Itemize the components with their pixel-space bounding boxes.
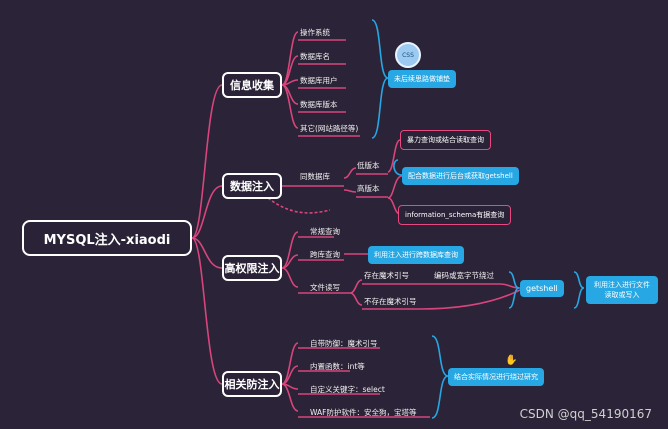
note-bypass-research[interactable]: 结合实际情况进行绕过研究 (448, 368, 544, 386)
branch-high-privilege-injection[interactable]: 高权限注入 (222, 255, 282, 281)
root-node[interactable]: MYSQL注入-xiaodi (22, 220, 192, 256)
hand-cursor-icon: ✋ (505, 355, 518, 366)
leaf-has-magic-quotes[interactable]: 存在魔术引号 (364, 271, 409, 280)
box-information-schema[interactable]: information_schema有据查询 (398, 205, 512, 225)
avatar: CSS (395, 42, 421, 68)
leaf-file-rw[interactable]: 文件读写 (310, 283, 340, 292)
watermark: CSDN @qq_54190167 (519, 407, 652, 421)
box-brute-query[interactable]: 暴力查询或结合读取查询 (400, 130, 491, 150)
leaf-db-name[interactable]: 数据库名 (300, 52, 330, 61)
leaf-cross-db-query[interactable]: 跨库查询 (310, 250, 340, 259)
branch-data-injection[interactable]: 数据注入 (222, 173, 282, 199)
leaf-low-version[interactable]: 低版本 (357, 161, 380, 170)
leaf-custom-keyword[interactable]: 自定义关键字：select (310, 385, 385, 394)
leaf-builtin-function[interactable]: 内置函数：int等 (310, 362, 365, 371)
leaf-builtin-defense[interactable]: 自带防御：魔术引号 (310, 339, 378, 348)
note-cross-db[interactable]: 利用注入进行跨数据库查询 (368, 246, 464, 264)
leaf-other[interactable]: 其它(网站路径等) (300, 124, 359, 133)
leaf-no-magic-quotes[interactable]: 不存在魔术引号 (364, 297, 417, 306)
leaf-waf[interactable]: WAF防护软件：安全狗，宝塔等 (310, 408, 417, 417)
leaf-high-version[interactable]: 高版本 (357, 184, 380, 193)
note-file-rw[interactable]: 利用注入进行文件读取或写入 (586, 276, 658, 304)
leaf-normal-query[interactable]: 常规查询 (310, 227, 340, 236)
leaf-encoding-bypass[interactable]: 编码或宽字节绕过 (434, 271, 494, 280)
box-getshell[interactable]: getshell (520, 280, 564, 297)
branch-anti-injection[interactable]: 相关防注入 (222, 371, 282, 397)
leaf-db-version[interactable]: 数据库版本 (300, 100, 338, 109)
leaf-db-user[interactable]: 数据库用户 (300, 76, 338, 85)
leaf-same-db[interactable]: 同数据库 (300, 172, 330, 181)
branch-info-gathering[interactable]: 信息收集 (222, 72, 282, 98)
note-info-followup[interactable]: 未后续思路做铺垫 (388, 70, 456, 88)
box-getshell-backend[interactable]: 配合数据进行后台或获取getshell (402, 167, 519, 185)
leaf-os[interactable]: 操作系统 (300, 28, 330, 37)
